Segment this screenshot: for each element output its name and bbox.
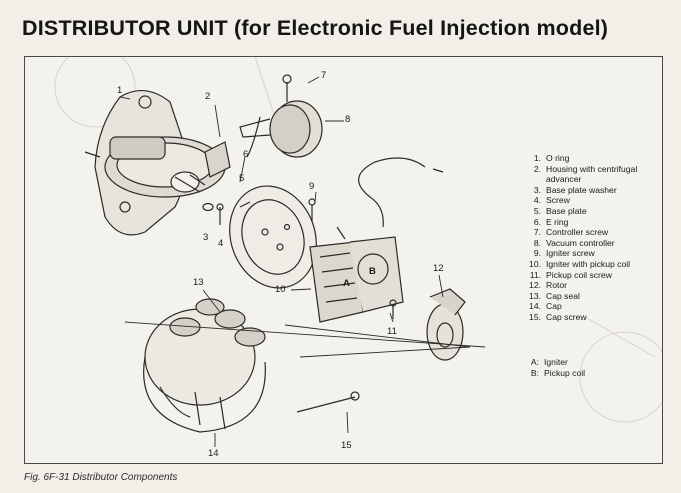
list-item: 11.Pickup coil screw [529, 269, 612, 280]
list-item: 5.Base plate [533, 205, 587, 216]
component-key: A:Igniter B:Pickup coil [525, 357, 585, 378]
callout-12: 12 [433, 263, 444, 274]
callout-14: 14 [208, 448, 219, 459]
callout-7: 7 [321, 70, 327, 81]
parts-list: 1.O ring 2.Housing with centrifugal 0adv… [525, 153, 637, 323]
list-item: 12.Rotor [529, 280, 568, 291]
callout-3: 3 [203, 232, 209, 243]
rotor-drawing [426, 288, 466, 361]
callout-8: 8 [345, 114, 351, 125]
igniter-drawing [309, 157, 444, 323]
callout-1: 1 [117, 85, 123, 96]
list-item: 6.E ring [533, 216, 569, 227]
callout-2: 2 [205, 91, 211, 102]
list-item: 9.Igniter screw [533, 248, 595, 259]
list-item: 0advancer [546, 174, 582, 185]
pickup-coil-letter: B [369, 266, 376, 277]
list-item: 7.Controller screw [533, 227, 609, 238]
list-item: B:Pickup coil [530, 367, 586, 378]
callout-9: 9 [309, 181, 315, 192]
list-item: 2.Housing with centrifugal [533, 163, 638, 174]
list-item: 13.Cap seal [529, 290, 580, 301]
callout-10: 10 [275, 284, 286, 295]
callout-11: 11 [387, 326, 397, 337]
igniter-letter: A [343, 278, 350, 289]
callout-13: 13 [193, 277, 204, 288]
list-item: 10.Igniter with pickup coil [529, 258, 631, 269]
callout-5: 5 [239, 173, 245, 184]
list-item: 8.Vacuum controller [533, 237, 615, 248]
vacuum-controller-drawing [239, 74, 323, 158]
exploded-view-illustration [54, 57, 662, 447]
list-item: 4.Screw [533, 195, 570, 206]
base-plate-drawing [229, 185, 317, 289]
callout-4: 4 [218, 238, 224, 249]
list-item: A:Igniter [530, 357, 568, 367]
cap-drawing [143, 298, 266, 433]
callout-6: 6 [243, 149, 249, 160]
figure-caption: Fig. 6F-31 Distributor Components [24, 472, 178, 483]
list-item: 15.Cap screw [529, 311, 587, 322]
list-item: 1.O ring [533, 153, 570, 163]
callout-15: 15 [341, 440, 352, 451]
distributor-figure: 1 2 3 4 5 6 7 8 9 10 11 12 13 14 15 A B … [24, 56, 663, 464]
page-title: DISTRIBUTOR UNIT (for Electronic Fuel In… [22, 16, 609, 40]
housing-drawing [84, 90, 231, 236]
list-item: 14.Cap [529, 301, 562, 312]
list-item: 3.Base plate washer [533, 184, 617, 195]
